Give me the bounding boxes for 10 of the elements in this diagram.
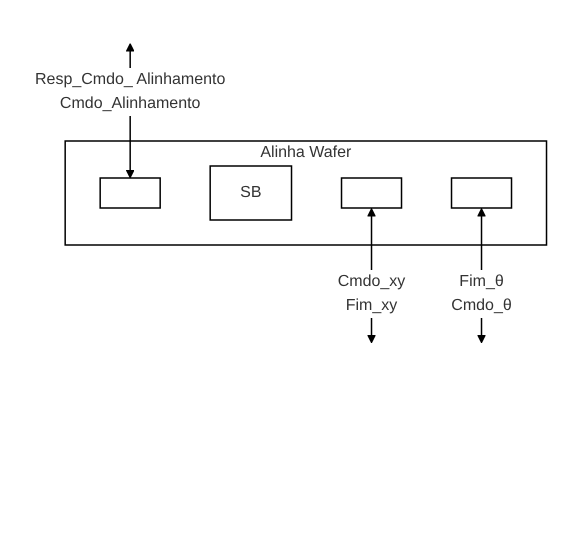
node-box: SB (209, 165, 292, 221)
node-label: Resp_Cmdo_ Alinhamento (34, 71, 226, 88)
node-box (340, 177, 402, 209)
node-box (99, 177, 161, 209)
node-label: Fim_θ (459, 273, 504, 290)
node-label: Cmdo_xy (337, 273, 406, 290)
node-label: Cmdo_θ (451, 297, 512, 314)
node-label: Cmdo_Alinhamento (60, 95, 200, 112)
node-box (450, 177, 512, 209)
node-label: Fim_xy (345, 297, 398, 314)
